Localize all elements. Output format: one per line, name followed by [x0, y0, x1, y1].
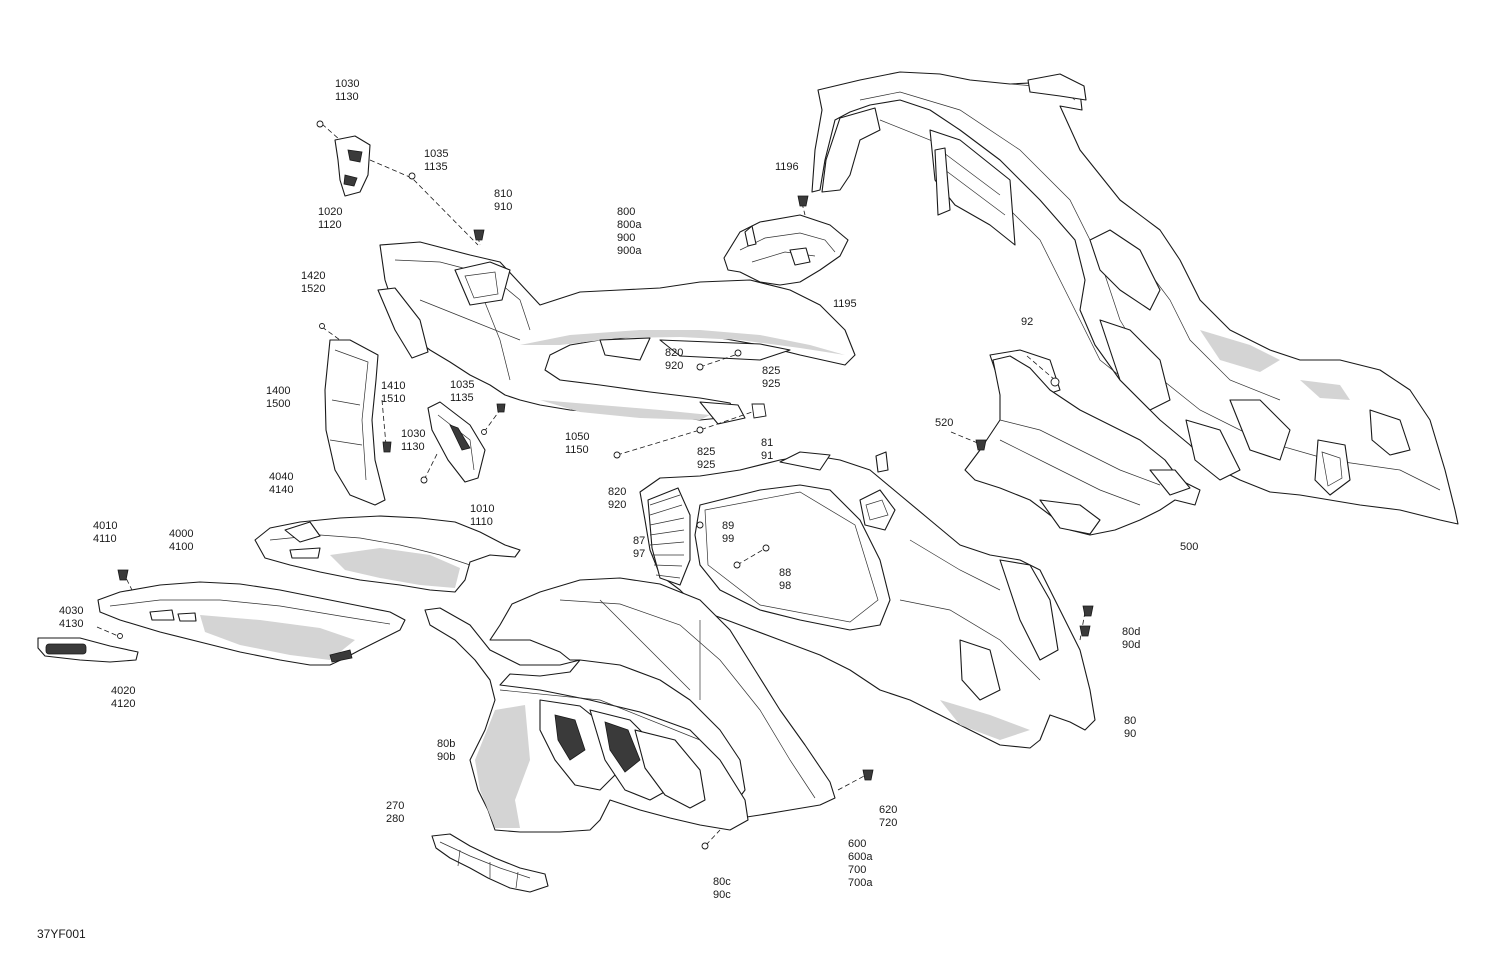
callout-1196: 1196: [775, 161, 799, 173]
front-side-panel: [489, 577, 836, 819]
side-grille-insert: [427, 401, 486, 483]
callout-520: 520: [935, 417, 953, 429]
footrest-trim: [431, 833, 549, 893]
handle-bracket: [334, 135, 371, 197]
top-console-cover: [723, 214, 849, 286]
diagram-code: 37YF001: [37, 927, 86, 941]
front-lower-bracket: [964, 355, 1201, 536]
fasteners: [117, 120, 1094, 850]
front-lower-side-panel: [424, 607, 749, 833]
mid-side-panel: [639, 451, 1096, 749]
callout-92: 92: [1021, 316, 1033, 328]
knee-pad-panel: [324, 339, 386, 506]
upper-side-panel: [377, 241, 856, 425]
callout-500: 500: [1180, 541, 1198, 553]
seat-cover: [254, 515, 521, 593]
brand-badge: [37, 637, 139, 663]
upper-side-bracket: [821, 107, 951, 216]
callout-1195: 1195: [833, 298, 857, 310]
lower-side-panel: [97, 581, 406, 666]
